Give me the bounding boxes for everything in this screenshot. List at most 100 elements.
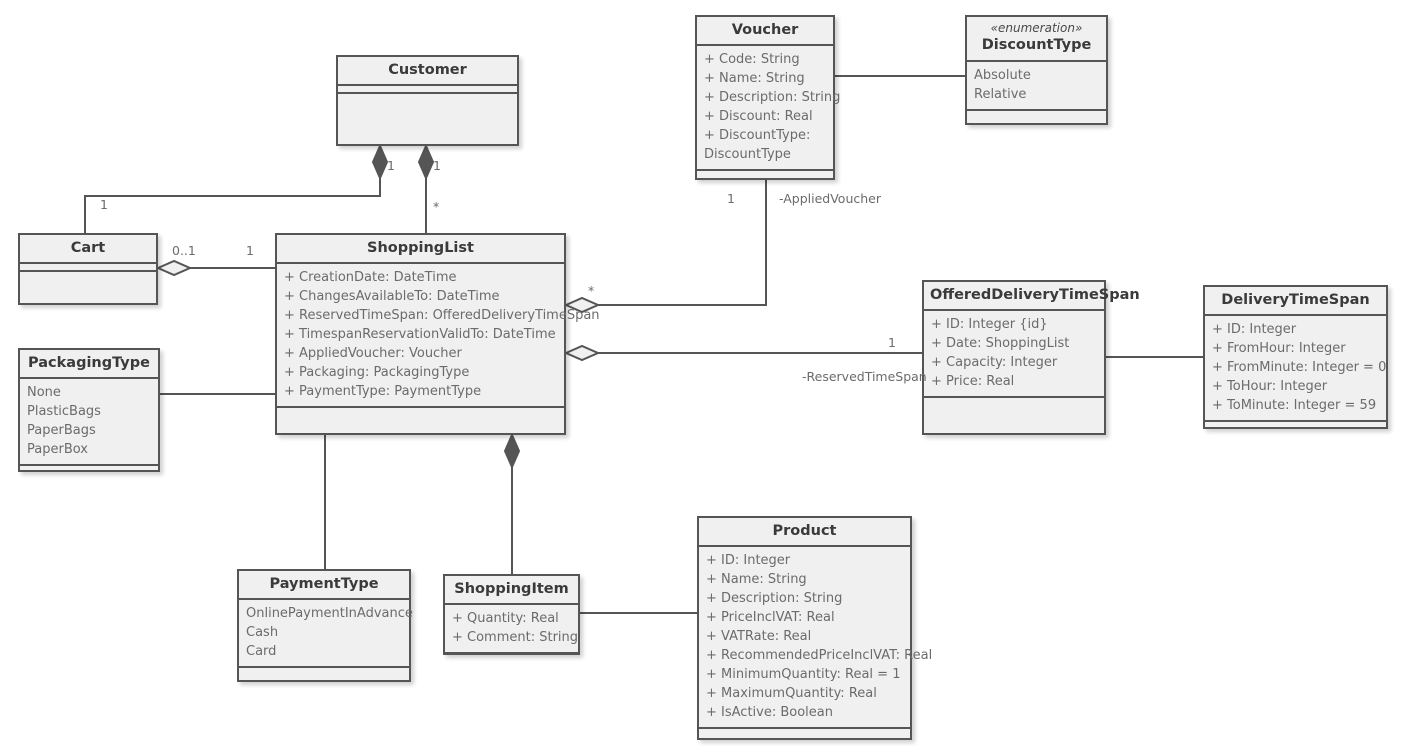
- class-attribute: PaperBags: [27, 423, 96, 439]
- edge-label-sl-down-mult: *: [433, 199, 440, 214]
- class-attributes-shoppingitem: + Quantity: Real + Comment: String: [445, 605, 579, 655]
- edge-shoppinglist-voucher: [563, 180, 767, 314]
- class-attribute: + Discount: Real: [704, 109, 813, 125]
- class-name-voucher: Voucher: [731, 22, 799, 38]
- class-title-shoppingitem: ShoppingItem: [445, 576, 578, 606]
- edge-customer-cart: [84, 143, 389, 233]
- uml-class-offereddeliverytimespan[interactable]: OfferedDeliveryTimeSpan+ ID: Integer {id…: [922, 280, 1140, 435]
- class-name-customer: Customer: [388, 62, 467, 78]
- uml-class-product[interactable]: Product + ID: Integer + Name: String + Desc…: [697, 516, 933, 740]
- class-name-paymenttype: PaymentType: [269, 576, 379, 592]
- edge-cart-shoppinglist: [155, 259, 275, 277]
- class-attribute: + Code: String: [704, 52, 800, 68]
- class-attribute: + Name: String: [704, 71, 805, 87]
- edge-label-sl-voucher-mult: *: [588, 283, 595, 298]
- class-attribute: + Date: ShoppingList: [931, 336, 1070, 352]
- class-attribute: + ID: Integer: [706, 553, 791, 569]
- class-name-cart: Cart: [70, 240, 106, 256]
- uml-class-customer[interactable]: Customer: [336, 55, 519, 146]
- edge-label-reservedtimespan-role: -ReservedTimeSpan: [802, 369, 927, 384]
- class-attributes-cart: [20, 264, 156, 273]
- uml-class-shoppinglist[interactable]: ShoppingList + CreationDate: DateTime + Ch…: [275, 233, 600, 435]
- uml-class-shoppingitem[interactable]: ShoppingItem + Quantity: Real + Comment: S…: [443, 574, 580, 655]
- class-attribute: Absolute: [974, 67, 1031, 83]
- class-attribute: + PaymentType: PaymentType: [284, 384, 482, 400]
- class-title-discounttype: «enumeration» DiscountType: [967, 17, 1106, 62]
- class-attribute: Cash: [246, 625, 279, 641]
- class-attribute: + ChangesAvailableTo: DateTime: [284, 289, 500, 305]
- edge-label-voucher-role: -AppliedVoucher: [779, 191, 882, 206]
- class-title-cart: Cart: [20, 235, 156, 265]
- class-title-packagingtype: PackagingType: [20, 350, 158, 380]
- class-name-shoppingitem: ShoppingItem: [454, 581, 569, 597]
- class-attribute: DiscountType: [704, 147, 791, 163]
- edge-shoppinglist-shoppingitem: [503, 432, 521, 574]
- class-title-paymenttype: PaymentType: [239, 571, 409, 601]
- class-title-deliverytimespan: DeliveryTimeSpan: [1205, 287, 1386, 317]
- aggregation-diamond-cart-shoppinglist: [155, 259, 193, 277]
- edge-label-cart-sl-mult-left: 0..1: [172, 243, 196, 258]
- class-attribute: Relative: [974, 86, 1027, 102]
- class-name-product: Product: [772, 523, 837, 539]
- class-attribute: + Capacity: Integer: [931, 355, 1058, 371]
- class-attribute: + MinimumQuantity: Real = 1: [706, 667, 901, 683]
- class-attribute: + Name: String: [706, 572, 807, 588]
- uml-class-voucher[interactable]: Voucher + Code: String + Name: String + Des…: [695, 15, 841, 180]
- class-attribute: PlasticBags: [27, 404, 101, 420]
- class-attribute: + TimespanReservationValidTo: DateTime: [284, 327, 556, 343]
- class-attribute: + Quantity: Real: [452, 611, 559, 627]
- class-attributes-shoppinglist: + CreationDate: DateTime + ChangesAvailab…: [277, 264, 600, 409]
- class-attribute: + Packaging: PackagingType: [284, 365, 470, 381]
- class-title-offereddeliverytimespan: OfferedDeliveryTimeSpan: [924, 282, 1140, 312]
- class-attribute: + PriceInclVAT: Real: [706, 610, 835, 626]
- class-attribute: + MaximumQuantity: Real: [706, 686, 877, 702]
- class-name-deliverytimespan: DeliveryTimeSpan: [1221, 292, 1370, 308]
- class-attribute: + ReservedTimeSpan: OfferedDeliveryTimeS…: [284, 308, 600, 324]
- class-name-discounttype: DiscountType: [981, 37, 1092, 54]
- class-attributes-voucher: + Code: String + Name: String + Descriptio…: [697, 46, 841, 172]
- class-attribute: + ID: Integer: [1212, 322, 1297, 338]
- class-attribute: + IsActive: Boolean: [706, 705, 833, 721]
- class-attribute: + VATRate: Real: [706, 629, 812, 645]
- class-attribute: PaperBox: [27, 442, 88, 458]
- class-stereotype-discounttype: «enumeration»: [990, 21, 1083, 35]
- class-attribute: + Description: String: [704, 90, 841, 106]
- aggregation-diamond-shoppinglist-odts: [563, 344, 601, 362]
- edge-label-cust-sl-mult: 1: [433, 158, 441, 173]
- class-attribute: + RecommendedPriceInclVAT: Real: [706, 648, 933, 664]
- class-attribute: + AppliedVoucher: Voucher: [284, 346, 462, 362]
- class-name-shoppinglist: ShoppingList: [367, 240, 474, 256]
- class-attribute: + ID: Integer {id}: [931, 317, 1048, 333]
- class-attribute: + FromMinute: Integer = 0: [1212, 360, 1387, 376]
- class-attribute: + CreationDate: DateTime: [284, 270, 457, 286]
- class-title-customer: Customer: [338, 57, 517, 87]
- edge-label-voucher-mult: 1: [727, 191, 735, 206]
- edge-label-cust-cart-mult: 1: [387, 158, 395, 173]
- class-attributes-product: + ID: Integer + Name: String + Description…: [699, 547, 933, 730]
- class-title-product: Product: [699, 518, 910, 548]
- composition-diamond-customer-shoppinglist: [417, 143, 435, 181]
- class-attribute: + Comment: String: [452, 630, 579, 646]
- class-attributes-customer: [338, 86, 517, 95]
- class-attributes-offereddeliverytimespan: + ID: Integer {id} + Date: ShoppingList + …: [924, 311, 1104, 399]
- uml-class-cart[interactable]: Cart: [18, 233, 158, 305]
- class-attribute: OnlinePaymentInAdvance: [246, 606, 413, 622]
- composition-diamond-customer-cart: [371, 143, 389, 181]
- class-attribute: + ToMinute: Integer = 59: [1212, 398, 1377, 414]
- edge-label-cart-sl-mult-right: 1: [246, 243, 254, 258]
- class-title-voucher: Voucher: [697, 17, 833, 47]
- class-attribute: + Description: String: [706, 591, 843, 607]
- uml-class-deliverytimespan[interactable]: DeliveryTimeSpan + ID: Integer+ FromHour:…: [1203, 285, 1388, 429]
- class-attribute: + ToHour: Integer: [1212, 379, 1328, 395]
- class-attributes-deliverytimespan: + ID: Integer+ FromHour: Integer+ FromMi…: [1205, 316, 1387, 423]
- class-attribute: None: [27, 385, 61, 401]
- edge-label-cart-up-mult: 1: [100, 197, 108, 212]
- composition-diamond-shoppinglist-shoppingitem: [503, 432, 521, 470]
- class-attribute: + DiscountType:: [704, 128, 811, 144]
